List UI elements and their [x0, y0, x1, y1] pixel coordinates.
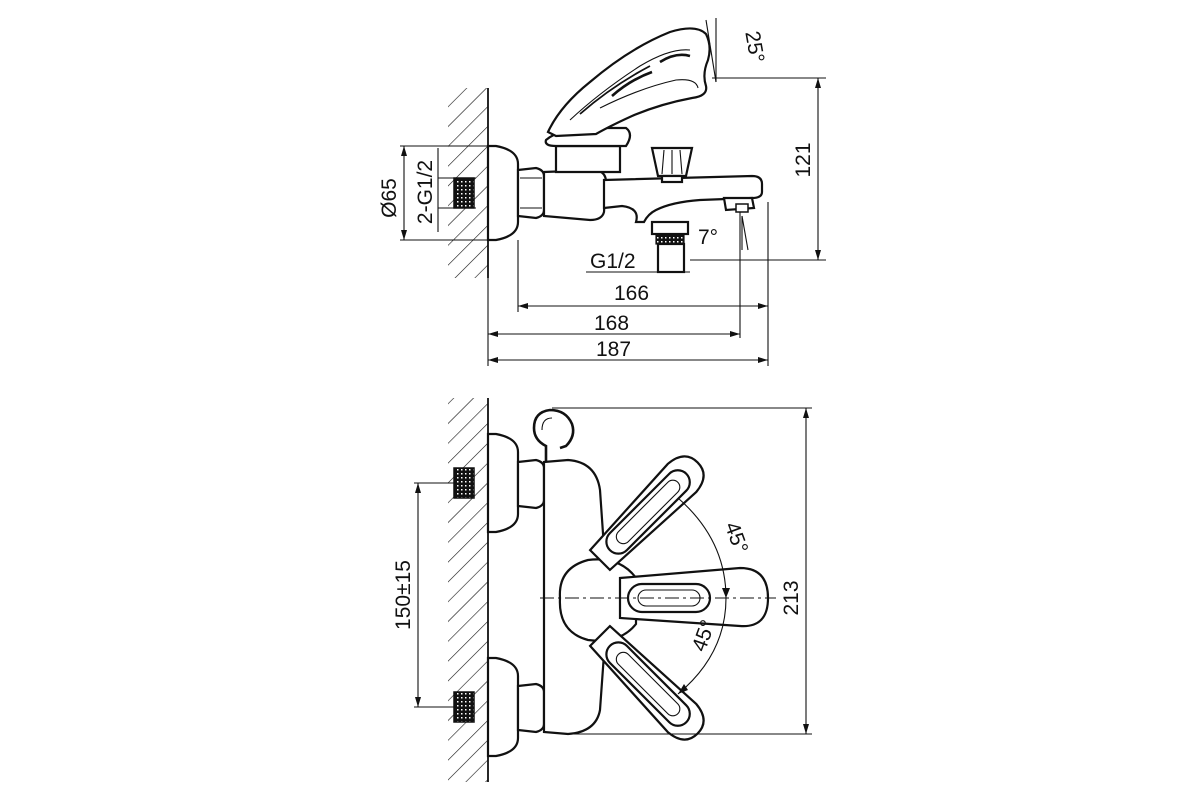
dim-flange-label: Ø65: [378, 178, 401, 218]
outlet-thread: [656, 242, 686, 274]
shower-hook: [532, 408, 575, 462]
angle-arc-lower: [677, 597, 727, 695]
angle-spout-label: 7°: [698, 226, 718, 249]
angle-line-lever: [705, 19, 717, 83]
angle-arc-upper: [677, 497, 727, 599]
flange-upper: [486, 432, 520, 534]
angle-lever-label: 25°: [740, 29, 768, 64]
connector-nut: [516, 166, 546, 220]
outlet-connector: [650, 220, 690, 236]
angle-upper-label: 45°: [720, 519, 752, 557]
dim-inlet-spacing-label: 150±15: [392, 560, 415, 630]
dim-height-label: 121: [792, 142, 815, 177]
front-view: 45° 45° 213 150±15: [392, 398, 812, 782]
dim-outlet-label: G1/2: [590, 250, 636, 273]
wall-hatch-front: [448, 398, 488, 782]
mixer-body: [542, 168, 608, 222]
dim-length-187-label: 187: [596, 338, 631, 361]
cartridge-housing: [554, 144, 622, 174]
flange-lower: [486, 656, 520, 758]
spout: [602, 174, 764, 224]
flange: [486, 144, 520, 242]
dim-height-front-label: 213: [780, 580, 803, 615]
dim-inlet-label: 2-G1/2: [414, 160, 437, 224]
dim-length-168-label: 168: [594, 312, 629, 335]
inlet-nut: [453, 177, 475, 209]
dim-length-166-label: 166: [614, 282, 649, 305]
side-view: 25° 7° 121 Ø65 2-G1/2 G1/2: [378, 18, 826, 366]
